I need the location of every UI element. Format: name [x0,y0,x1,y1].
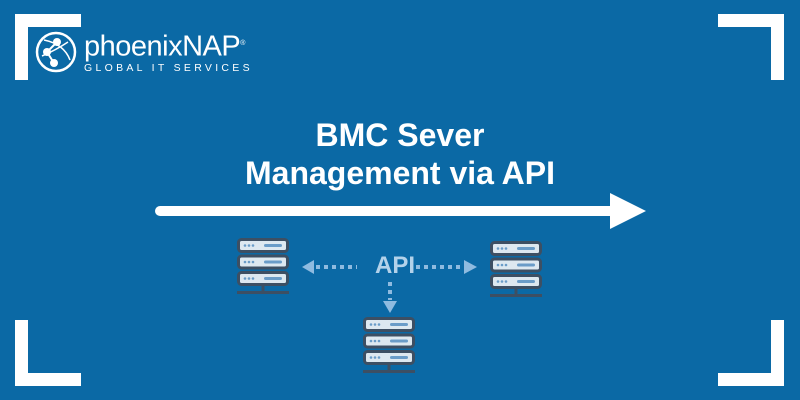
page-title: BMC Sever Management via API [0,116,800,192]
title-line-2: Management via API [244,155,555,191]
dotted-arrow-down-icon [383,282,397,313]
long-arrow-icon [155,193,646,229]
dotted-arrow-right-icon [416,260,477,274]
logo-name: phoenixNAP [84,30,241,63]
globe-network-icon [35,31,77,73]
server-left-icon [237,240,289,295]
frame-corner-top-right [718,14,784,80]
phoenixnap-logo: phoenixNAP® GLOBAL IT SERVICES [34,30,253,74]
frame-corner-bottom-right [718,320,784,386]
logo-tagline: GLOBAL IT SERVICES [84,61,253,74]
frame-corner-bottom-left [15,320,81,386]
title-line-1: BMC Sever [315,117,485,153]
registered-mark: ® [240,40,245,48]
dotted-arrow-left-icon [302,260,357,274]
api-label: API [374,252,415,279]
frame-corner-top-left [15,14,81,80]
server-bottom-icon [363,319,415,374]
server-right-icon [490,243,542,298]
